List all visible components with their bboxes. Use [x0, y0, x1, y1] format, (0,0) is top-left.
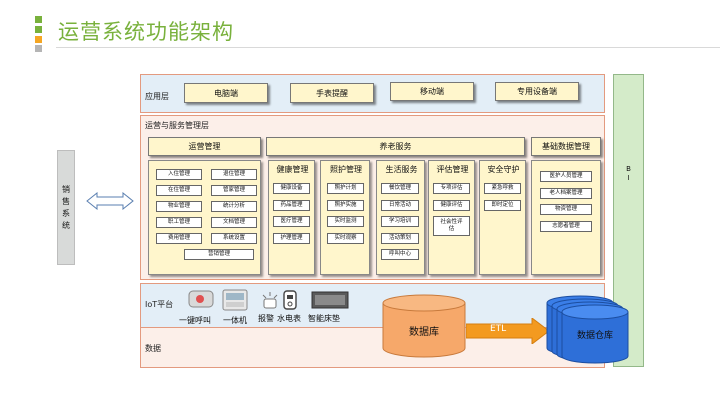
ops-item: 物业管理 [156, 201, 202, 212]
sales-system-box: 销 售 系 统 [57, 150, 75, 265]
base-data-item: 志愿者管理 [540, 221, 592, 232]
care-item: 实时观察 [327, 233, 364, 244]
care-item: 实时监测 [327, 216, 364, 227]
meter-icon [283, 290, 297, 310]
ops-item: 管家管理 [211, 185, 257, 196]
care-item: 照护实施 [327, 200, 364, 211]
health-panel: 健康管理 健康设备 药品管理 医疗管理 护理管理 [268, 160, 315, 275]
deco-square [35, 45, 42, 52]
device-label: 水电表 [277, 314, 301, 323]
iot-layer-label: IoT平台 [145, 300, 174, 309]
app-item-mobile: 移动端 [390, 82, 474, 101]
title-divider [56, 47, 720, 48]
life-item: 日常活动 [381, 200, 419, 211]
assessment-panel: 评估管理 专项评估 健康评估 社会性评估 [428, 160, 475, 275]
ops-item: 在住管理 [156, 185, 202, 196]
care-panel: 照护管理 照护计划 照护实施 实时监测 实时观察 [320, 160, 370, 275]
data-warehouse-icon [546, 295, 629, 364]
care-item: 照护计划 [327, 183, 364, 194]
database-cylinder-icon [382, 294, 466, 358]
base-data-item: 物资管理 [540, 204, 592, 215]
all-in-one-device-icon [222, 289, 248, 311]
security-item: 即时定位 [484, 200, 521, 211]
alarm-icon [262, 292, 278, 309]
life-item: 学习培训 [381, 216, 419, 227]
assessment-header: 评估管理 [436, 165, 469, 174]
device-label: 报警 [258, 314, 274, 323]
app-item-pc: 电脑端 [184, 83, 268, 103]
base-data-item: 老人档案管理 [540, 188, 592, 199]
deco-square [35, 26, 42, 33]
ops-item: 统计分析 [211, 201, 257, 212]
life-header: 生活服务 [385, 165, 418, 174]
security-item: 紧急呼救 [484, 183, 521, 194]
ops-item: 退住管理 [211, 169, 257, 180]
life-panel: 生活服务 餐饮管理 日常活动 学习培训 活动策划 呼叫中心 [376, 160, 425, 275]
health-header: 健康管理 [276, 165, 309, 174]
sales-system-char: 销 [62, 184, 70, 194]
health-item: 药品管理 [273, 200, 310, 211]
life-item: 餐饮管理 [381, 183, 419, 194]
ops-item: 费用管理 [156, 233, 202, 244]
data-layer-label: 数据 [145, 344, 161, 353]
app-layer: 应用层 电脑端 手表提醒 移动端 专用设备端 [140, 74, 605, 113]
life-item: 呼叫中心 [381, 249, 419, 260]
care-header: 照护管理 [330, 165, 362, 174]
base-data-header: 基础数据管理 [531, 137, 601, 156]
smart-mattress-icon [311, 291, 349, 309]
health-item: 健康设备 [273, 183, 310, 194]
life-item: 活动策划 [381, 233, 419, 244]
emergency-call-device-icon [188, 290, 214, 308]
ops-header: 运营管理 [148, 137, 261, 156]
deco-square [35, 36, 42, 43]
sales-system-char: 系 [62, 208, 70, 218]
database-label: 数据库 [409, 327, 439, 338]
bi-char: I [627, 174, 630, 183]
ops-item: 职工管理 [156, 217, 202, 228]
device-label: 一键呼叫 [179, 316, 211, 325]
ops-item: 系统设置 [211, 233, 257, 244]
ops-panel: 入住管理 在住管理 物业管理 职工管理 费用管理 退住管理 管家管理 统计分析 … [148, 160, 261, 275]
etl-arrow-icon [466, 318, 550, 344]
iot-layer: IoT平台 一键呼叫 一体机 报警 水电表 智能床垫 [140, 283, 605, 328]
sales-system-char: 售 [62, 196, 70, 206]
bi-char: B [626, 165, 631, 173]
device-label: 智能床垫 [308, 314, 340, 323]
health-item: 医疗管理 [273, 216, 310, 227]
page-title: 运营系统功能架构 [58, 20, 234, 44]
etl-label: ETL [490, 324, 507, 334]
security-header: 安全守护 [487, 165, 520, 174]
ops-item: 入住管理 [156, 169, 202, 180]
assessment-item: 健康评估 [433, 200, 470, 211]
deco-square [35, 16, 42, 23]
service-layer-label: 运营与服务管理层 [145, 121, 209, 130]
elder-care-header: 养老服务 [266, 137, 525, 156]
double-arrow-icon [86, 192, 134, 210]
app-layer-label: 应用层 [145, 92, 169, 101]
base-data-panel: 医护人员管理 老人档案管理 物资管理 志愿者管理 [531, 160, 601, 275]
device-label: 一体机 [223, 316, 247, 325]
health-item: 护理管理 [273, 233, 310, 244]
service-layer: 运营与服务管理层 运营管理 入住管理 在住管理 物业管理 职工管理 费用管理 退… [140, 115, 605, 280]
app-item-device: 专用设备端 [495, 82, 579, 101]
ops-item-marketing: 营销管理 [184, 249, 254, 260]
app-item-watch: 手表提醒 [290, 83, 374, 103]
assessment-item: 专项评估 [433, 183, 470, 194]
sales-system-char: 统 [62, 220, 70, 230]
base-data-item: 医护人员管理 [540, 171, 592, 182]
security-panel: 安全守护 紧急呼救 即时定位 [479, 160, 526, 275]
data-warehouse-label: 数据仓库 [576, 331, 613, 341]
ops-item: 文档管理 [211, 217, 257, 228]
assessment-item: 社会性评估 [433, 216, 470, 236]
